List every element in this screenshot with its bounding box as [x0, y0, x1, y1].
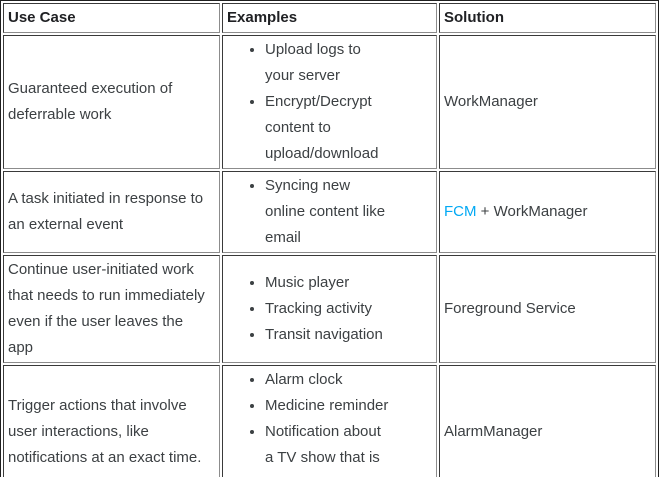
examples-list: Upload logs to your server Encrypt/Decry…: [227, 37, 432, 167]
example-item: Upload logs to your server: [265, 37, 432, 89]
solution-cell: AlarmManager: [439, 365, 656, 477]
examples-cell: Alarm clock Medicine reminder Notificati…: [222, 365, 437, 477]
solution-cell: Foreground Service: [439, 255, 656, 363]
example-item: Music player: [265, 270, 432, 296]
use-case-cell: Guaranteed execution of deferrable work: [3, 35, 220, 169]
use-case-cell: Continue user-initiated work that needs …: [3, 255, 220, 363]
column-header-examples: Examples: [222, 3, 437, 33]
solution-text: + WorkManager: [476, 203, 588, 220]
example-item: Transit navigation: [265, 322, 432, 348]
table-row-exact-time: Trigger actions that involve user intera…: [3, 365, 656, 477]
example-item: Encrypt/Decrypt content to upload/downlo…: [265, 89, 432, 167]
table-row-user-initiated-work: Continue user-initiated work that needs …: [3, 255, 656, 363]
example-item: Alarm clock: [265, 367, 432, 393]
examples-list: Alarm clock Medicine reminder Notificati…: [227, 367, 432, 477]
examples-list: Syncing new online content like email: [227, 173, 432, 251]
use-case-cell: A task initiated in response to an exter…: [3, 171, 220, 253]
column-header-use-case: Use Case: [3, 3, 220, 33]
fcm-link[interactable]: FCM: [444, 203, 477, 220]
solution-cell: FCM + WorkManager: [439, 171, 656, 253]
table-header-row: Use Case Examples Solution: [3, 3, 656, 33]
examples-list: Music player Tracking activity Transit n…: [227, 270, 432, 348]
example-item: Medicine reminder: [265, 393, 432, 419]
examples-cell: Syncing new online content like email: [222, 171, 437, 253]
use-case-cell: Trigger actions that involve user intera…: [3, 365, 220, 477]
example-item: Tracking activity: [265, 296, 432, 322]
examples-cell: Upload logs to your server Encrypt/Decry…: [222, 35, 437, 169]
example-item: Notification about a TV show that is abo…: [265, 419, 432, 477]
table-row-external-event: A task initiated in response to an exter…: [3, 171, 656, 253]
solution-cell: WorkManager: [439, 35, 656, 169]
example-item: Syncing new online content like email: [265, 173, 432, 251]
examples-cell: Music player Tracking activity Transit n…: [222, 255, 437, 363]
table-row-deferrable-work: Guaranteed execution of deferrable work …: [3, 35, 656, 169]
column-header-solution: Solution: [439, 3, 656, 33]
